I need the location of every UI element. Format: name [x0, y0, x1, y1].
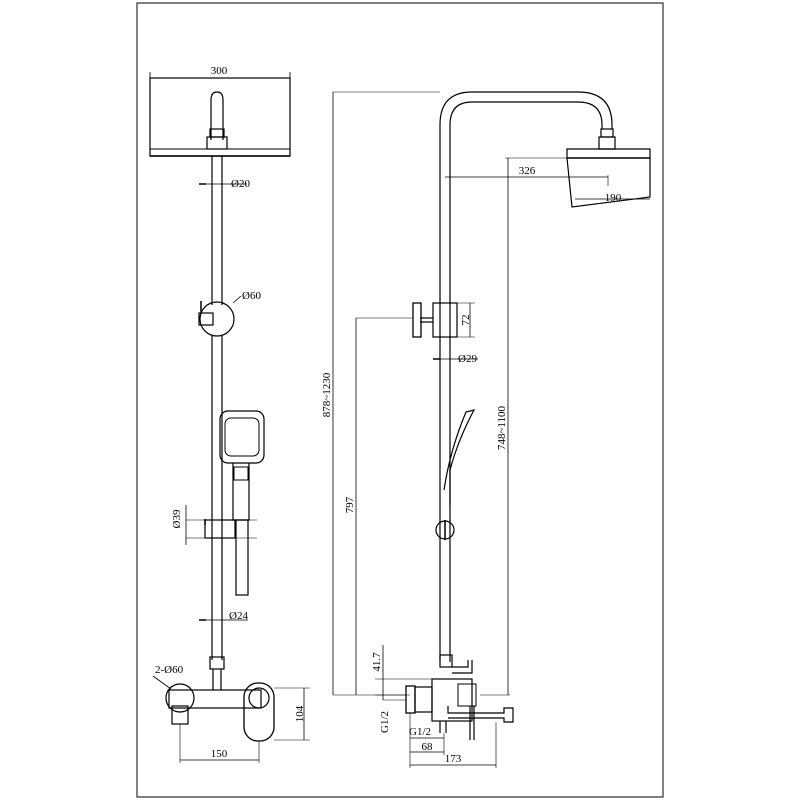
- front-width-label: 300: [211, 65, 228, 77]
- side-holder: 72: [412, 302, 475, 338]
- side-head-depth-label: 190: [605, 192, 622, 204]
- side-spout-reach-label: 173: [445, 753, 462, 765]
- side-view: 190 326 878~1230 748~1100: [321, 91, 651, 768]
- front-holder-dia-label: Ø60: [242, 290, 261, 302]
- side-outlet-thread-label: G1/2: [409, 726, 431, 738]
- side-mixer: 41.7 G1/2 G1/2 68 173: [371, 645, 514, 768]
- side-inlet-offset-label: 41.7: [371, 652, 383, 672]
- side-hand-shower: [435, 409, 476, 540]
- side-adjust-height-dimension: 748~1100: [480, 157, 567, 696]
- front-pipe-lower-dia-label: Ø24: [229, 610, 248, 622]
- front-pipe-upper-dia-label: Ø20: [231, 178, 250, 190]
- side-total-height-dimension: 878~1230: [321, 91, 440, 696]
- front-holder: Ø60: [198, 290, 261, 337]
- side-total-height-label: 878~1230: [321, 372, 333, 417]
- side-inlet-thread-label: G1/2: [379, 711, 391, 733]
- side-spout-short-label: 68: [422, 741, 434, 753]
- drawing-frame: [136, 2, 664, 798]
- front-top-pipe: [206, 91, 228, 150]
- front-hand-shower: [219, 410, 265, 596]
- side-shower-head: 190: [566, 148, 651, 208]
- front-lower-riser: [211, 336, 223, 660]
- side-holder-height-label: 72: [460, 315, 472, 326]
- side-riser: [439, 91, 616, 662]
- front-slide-holder: Ø39: [171, 505, 257, 545]
- side-holder-position-label: 797: [344, 496, 356, 513]
- front-upper-riser: Ø20: [199, 156, 250, 305]
- side-pipe-dia-dimension: Ø29: [433, 353, 478, 365]
- front-view: 300 Ø20 Ø60: [149, 65, 310, 763]
- side-pipe-dia-label: Ø29: [458, 353, 477, 365]
- front-lower-pipe-dia: Ø24: [199, 610, 248, 622]
- side-arm-reach-label: 326: [519, 165, 536, 177]
- front-slide-dia-label: Ø39: [171, 509, 183, 528]
- front-center-distance-label: 150: [211, 748, 228, 760]
- front-mixer-height-label: 104: [294, 705, 306, 722]
- side-adjust-height-label: 748~1100: [496, 405, 508, 450]
- front-flange-label: 2-Ø60: [155, 664, 184, 676]
- side-arm-reach-dimension: 326: [445, 165, 608, 178]
- front-shower-head: [149, 77, 291, 157]
- front-width-dimension: 300: [149, 65, 291, 85]
- front-mixer: 2-Ø60 104 150: [152, 656, 310, 763]
- side-holder-position-dimension: 797: [344, 317, 413, 695]
